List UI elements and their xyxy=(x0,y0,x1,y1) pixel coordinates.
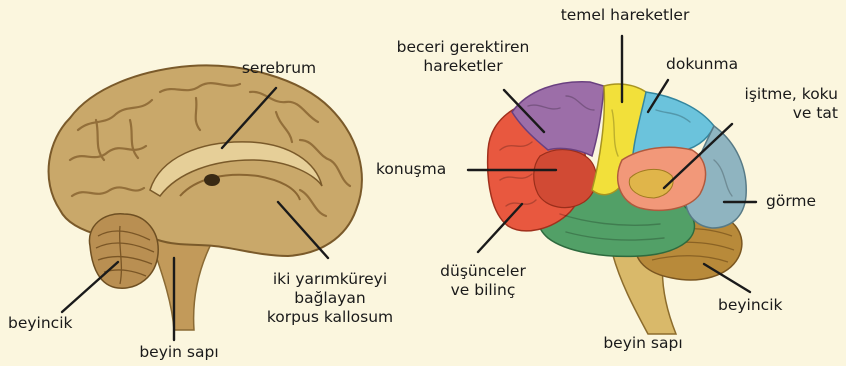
label-cerebrum: serebrum xyxy=(224,59,334,78)
label-skilled-line2: hareketler xyxy=(388,57,538,76)
label-brain-stem-right: beyin sapı xyxy=(588,334,698,353)
label-cerebellum-left: beyincik xyxy=(8,314,72,333)
label-corpus-callosum-line1: iki yarımküreyi xyxy=(260,270,400,289)
label-skilled-line1: beceri gerektiren xyxy=(388,38,538,57)
label-vision: görme xyxy=(766,192,816,211)
label-skilled-movements: beceri gerektiren hareketler xyxy=(388,38,538,76)
label-thoughts: düşünceler ve bilinç xyxy=(428,262,538,300)
label-thoughts-line1: düşünceler xyxy=(428,262,538,281)
label-hearing-smell-taste: işitme, koku ve tat xyxy=(712,85,838,123)
label-basic-movements: temel hareketler xyxy=(560,6,690,25)
label-corpus-callosum-line3: korpus kallosum xyxy=(260,308,400,327)
label-hearing-line2: ve tat xyxy=(712,104,838,123)
label-brain-stem-left: beyin sapı xyxy=(124,343,234,362)
label-corpus-callosum-line2: bağlayan xyxy=(260,289,400,308)
label-thoughts-line2: ve bilinç xyxy=(428,281,538,300)
label-speech: konuşma xyxy=(376,160,446,179)
label-hearing-line1: işitme, koku xyxy=(712,85,838,104)
label-touch: dokunma xyxy=(666,55,738,74)
label-corpus-callosum: iki yarımküreyi bağlayan korpus kallosum xyxy=(260,270,400,327)
pointer-beyincik-left xyxy=(62,262,118,312)
label-cerebellum-right: beyincik xyxy=(718,296,782,315)
speech-region xyxy=(534,150,597,208)
